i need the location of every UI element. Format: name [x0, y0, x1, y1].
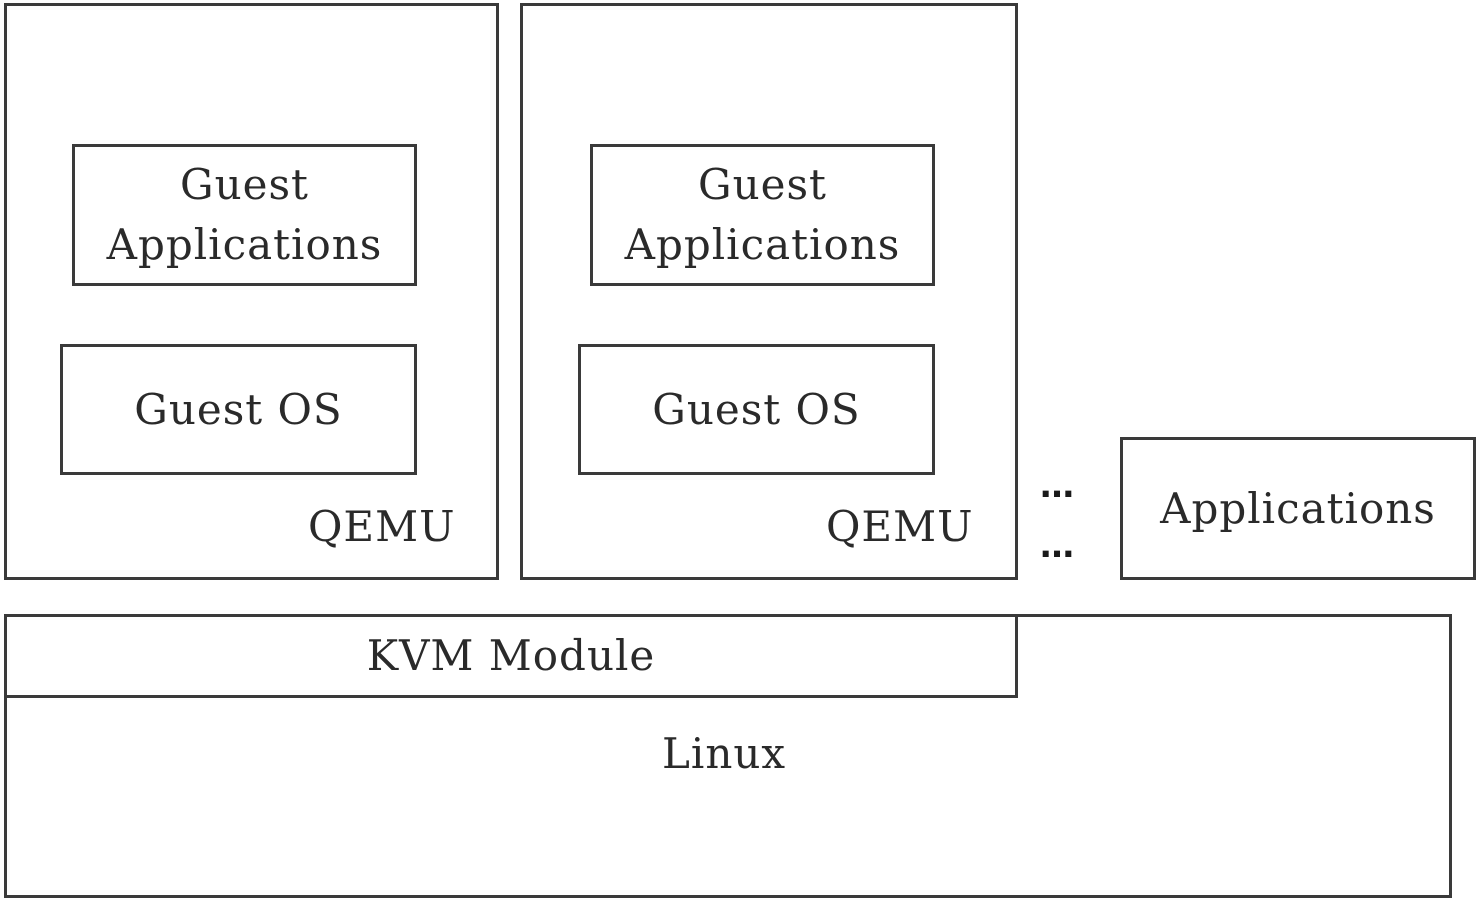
vm1-guest-os-box: Guest OS [60, 344, 417, 475]
vm1-guest-applications-line1: Guest [180, 160, 309, 209]
ellipsis-bottom: … [1040, 526, 1076, 566]
vm2-qemu-label: QEMU [826, 502, 974, 551]
kvm-module-box: KVM Module [4, 614, 1018, 698]
host-applications-box: Applications [1120, 437, 1476, 580]
vm2-guest-applications-line1: Guest [698, 160, 827, 209]
vm1-guest-applications-line2: Applications [106, 220, 383, 269]
linux-label: Linux [662, 729, 787, 778]
host-applications-label: Applications [1160, 483, 1436, 533]
vm2-guest-applications-line2: Applications [624, 220, 901, 269]
vm2-guest-applications-box: Guest Applications [590, 144, 935, 286]
vm1-guest-os-label: Guest OS [134, 384, 343, 434]
ellipsis-top: … [1040, 466, 1076, 506]
vm1-qemu-container [4, 3, 499, 580]
vm1-guest-applications-box: Guest Applications [72, 144, 417, 286]
vm2-guest-os-box: Guest OS [578, 344, 935, 475]
vm1-qemu-label: QEMU [308, 502, 456, 551]
vm2-qemu-container [520, 3, 1018, 580]
vm2-guest-os-label: Guest OS [652, 384, 861, 434]
kvm-module-label: KVM Module [366, 631, 656, 680]
